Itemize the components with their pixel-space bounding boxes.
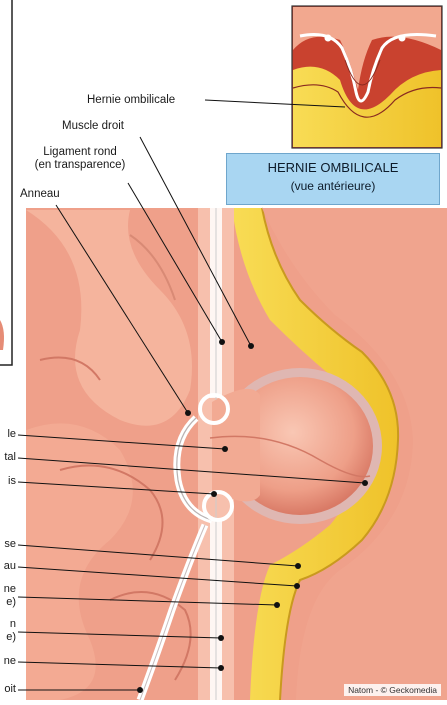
cut-label-10: ne — [0, 655, 16, 667]
title-box: HERNIE OMBILICALE (vue antérieure) — [226, 153, 440, 205]
cut-label-8: n — [0, 618, 16, 630]
label-ligament-rond: Ligament rond (en transparence) — [20, 146, 140, 172]
inset-cross-section — [292, 6, 442, 148]
label-ligament-rond-line2: (en transparence) — [20, 159, 140, 172]
cut-label-5: au — [0, 560, 16, 572]
label-anneau: Anneau — [20, 188, 60, 201]
title-line2: (vue antérieure) — [227, 177, 439, 195]
title-line1: HERNIE OMBILICALE — [227, 159, 439, 177]
label-ligament-rond-line1: Ligament rond — [20, 146, 140, 159]
cut-label-11: oit — [0, 683, 16, 695]
cut-label-6: ne — [0, 583, 16, 595]
cut-label-4: se — [0, 538, 16, 550]
cut-label-9: e) — [0, 631, 16, 643]
cut-label-3: is — [0, 475, 16, 487]
cut-label-1: le — [0, 428, 16, 440]
cut-label-7: e) — [0, 596, 16, 608]
cut-label-2: tal — [0, 451, 16, 463]
main-illustration — [26, 208, 447, 700]
credit-text: Natom - © Geckomedia — [344, 684, 441, 696]
label-muscle-droit: Muscle droit — [62, 120, 124, 133]
left-panel-fragment — [0, 0, 12, 365]
label-hernie-ombilicale: Hernie ombilicale — [87, 94, 175, 107]
